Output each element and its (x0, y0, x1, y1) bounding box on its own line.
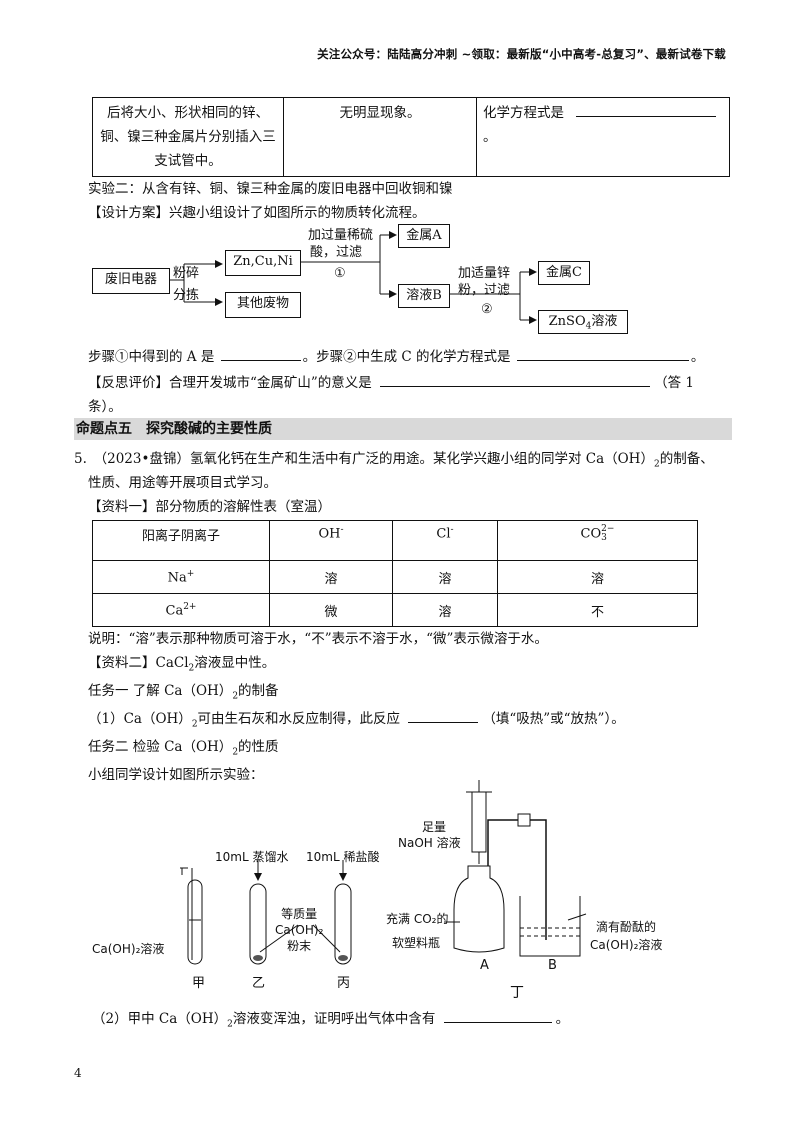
answer-blank (516, 348, 689, 361)
question-2: （2）甲中 Ca（OH）2溶液变浑浊，证明呼出气体中含有 。 (92, 1010, 570, 1030)
phenolphthalein-label-1: 滴有酚酞的 (596, 920, 657, 934)
task-one: 任务一 了解 Ca（OH）2的制备 (88, 683, 279, 702)
zinc-label-1: 加适量锌 (458, 266, 511, 281)
table-header-cell: Cl- (392, 520, 498, 561)
table-cell: 溶 (497, 560, 698, 594)
answer-blank (576, 104, 717, 117)
table-row-header: Ca2+ (92, 593, 270, 627)
bottle-a-label: A (480, 958, 489, 973)
table-cell: 溶 (269, 560, 393, 594)
step-one-label: ① (334, 266, 346, 281)
acid-label: 10mL 稀盐酸 (306, 850, 380, 864)
reflection-question: 【反思评价】合理开发城市“金属矿山”的意义是 （答 1 (88, 374, 694, 391)
design-plan: 【设计方案】兴趣小组设计了如图所示的物质转化流程。 (88, 205, 426, 221)
metals-box: Zn,Cu,Ni (225, 250, 301, 276)
answer-blank (380, 374, 651, 387)
apparatus-ding-label: 丁 (510, 985, 524, 1001)
metal-c-box: 金属C (538, 261, 590, 285)
powder-label: 等质量 Ca(OH)₂ 粉末 (275, 907, 324, 953)
phenolphthalein-label-2: Ca(OH)₂溶液 (590, 938, 663, 952)
experiment-apparatus (180, 780, 587, 965)
table-cell: 微 (269, 593, 393, 627)
table-header-cell: 阳离子阴离子 (92, 520, 270, 561)
naoh-label-1: 足量 (422, 820, 447, 834)
reflection-tail: 条）。 (88, 399, 122, 415)
znso4-solution-box: ZnSO4溶液 (538, 310, 628, 334)
beaker-b-label: B (548, 958, 557, 973)
section-title: 命题点五 探究酸碱的主要性质 (74, 418, 732, 440)
sort-label: 分拣 (173, 288, 200, 303)
step-two-label: ② (481, 302, 493, 317)
table-cell-phenomenon: 无明显现象。 (283, 97, 477, 177)
bottle-label-1: 充满 CO₂的 (386, 912, 449, 926)
bottle-label-2: 软塑料瓶 (392, 936, 441, 950)
tube-jia-label: 甲 (192, 976, 206, 991)
page-header: 关注公众号：陆陆高分冲刺 ~领取：最新版“小中高考-总复习”、最新试卷下载 (317, 47, 726, 61)
tube-yi-label: 乙 (252, 976, 266, 991)
metal-a-box: 金属A (398, 224, 450, 248)
answer-blank (443, 1010, 552, 1023)
question-5-line2: 性质、用途等开展项目式学习。 (88, 475, 277, 491)
waste-appliance-box: 废旧电器 (92, 268, 170, 294)
acid-label-1: 加过量稀硫 (308, 228, 374, 243)
flow-diagram-lines (166, 231, 537, 324)
table-cell-step: 后将大小、形状相同的锌、 铜、镍三种金属片分别插入三 支试管中。 (92, 97, 284, 177)
question-5-line1: 5. （2023•盘锦）氢氧化钙在生产和生活中有广泛的用途。某化学兴趣小组的同学… (74, 451, 714, 470)
table-cell-equation: 化学方程式是 。 (476, 97, 730, 177)
info-two: 【资料二】CaCl2溶液显中性。 (88, 655, 276, 674)
table-cell: 溶 (392, 560, 498, 594)
experiment-table: 后将大小、形状相同的锌、 铜、镍三种金属片分别插入三 支试管中。 无明显现象。 … (92, 97, 730, 177)
design-two: 小组同学设计如图所示实验： (88, 767, 264, 783)
info-one: 【资料一】部分物质的溶解性表（室温） (88, 499, 331, 515)
table-header-cell: OH- (269, 520, 393, 561)
naoh-label-2: NaOH 溶液 (398, 836, 461, 850)
question-1: （1）Ca（OH）2可由生石灰和水反应制得，此反应 （填“吸热”或“放热”）。 (88, 710, 625, 730)
table-note: 说明：“溶”表示那种物质可溶于水，“不”表示不溶于水，“微”表示微溶于水。 (88, 631, 548, 647)
acid-label-2: 酸，过滤 (310, 245, 363, 260)
answer-blank (220, 348, 301, 361)
answer-blank (408, 710, 479, 723)
zinc-label-2: 粉，过滤 (458, 283, 511, 298)
table-cell: 不 (497, 593, 698, 627)
experiment-two-title: 实验二：从含有锌、铜、镍三种金属的废旧电器中回收铜和镍 (88, 181, 453, 197)
jia-solution-label: Ca(OH)₂溶液 (92, 942, 165, 956)
other-waste-box: 其他废物 (225, 292, 301, 318)
table-row-header: Na+ (92, 560, 270, 594)
solution-b-box: 溶液B (398, 284, 450, 308)
task-two: 任务二 检验 Ca（OH）2的性质 (88, 739, 279, 758)
water-label: 10mL 蒸馏水 (215, 850, 289, 864)
table-cell: 溶 (392, 593, 498, 627)
step-question: 步骤①中得到的 A 是 。步骤②中生成 C 的化学方程式是 。 (88, 348, 705, 365)
page-number: 4 (74, 1066, 82, 1080)
tube-bing-label: 丙 (337, 976, 351, 991)
crush-label: 粉碎 (173, 266, 200, 281)
